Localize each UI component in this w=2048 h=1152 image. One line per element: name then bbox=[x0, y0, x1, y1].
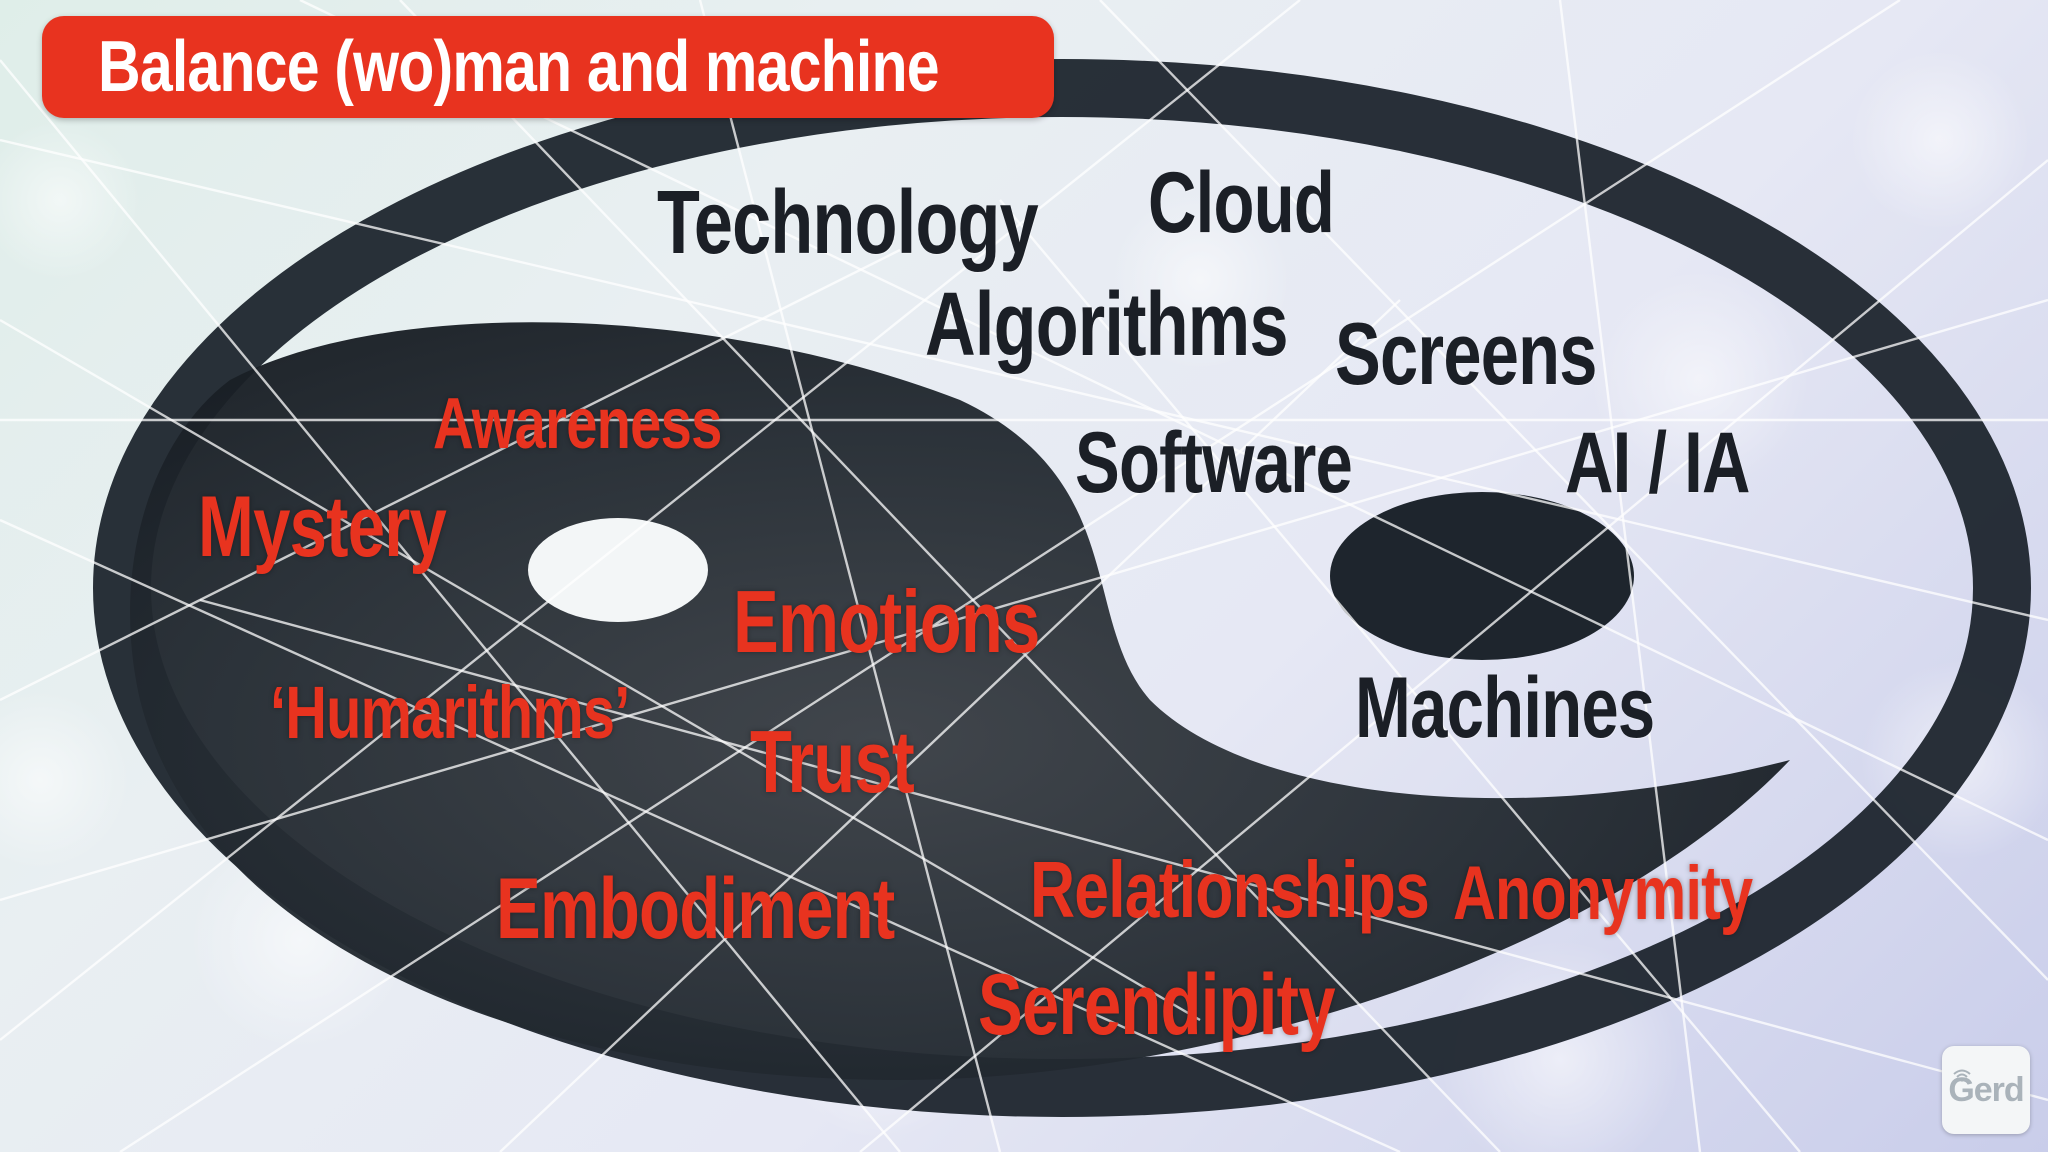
title-bar: Balance (wo)man and machine bbox=[42, 16, 1054, 118]
word-screens: Screens bbox=[1335, 304, 1597, 403]
outer-ring bbox=[93, 59, 2031, 1117]
word-humarithms: ‘Humarithms’ bbox=[270, 671, 630, 754]
light-eye bbox=[528, 518, 708, 622]
word-cloud: Cloud bbox=[1148, 155, 1335, 251]
word-awareness: Awareness bbox=[433, 384, 722, 464]
logo-text: Gerd bbox=[1948, 1070, 2024, 1109]
word-software: Software bbox=[1075, 415, 1353, 511]
word-serendipity: Serendipity bbox=[978, 957, 1336, 1053]
word-anonymity: Anonymity bbox=[1453, 851, 1753, 936]
word-embodiment: Embodiment bbox=[496, 861, 895, 957]
dark-half bbox=[130, 322, 1790, 1080]
word-mystery: Mystery bbox=[198, 479, 447, 575]
word-trust: Trust bbox=[750, 712, 915, 811]
slide-title: Balance (wo)man and machine bbox=[98, 27, 940, 107]
dark-eye bbox=[1330, 492, 1634, 660]
word-machines: Machines bbox=[1355, 660, 1655, 756]
gerd-logo: Gerd bbox=[1942, 1046, 2030, 1134]
word-emotions: Emotions bbox=[733, 572, 1040, 671]
word-technology: Technology bbox=[657, 173, 1039, 273]
word-relationships: Relationships bbox=[1030, 845, 1430, 934]
word-algorithms: Algorithms bbox=[925, 275, 1288, 375]
wifi-icon bbox=[1953, 1069, 1971, 1082]
word-ai-ia: AI / IA bbox=[1565, 415, 1750, 511]
